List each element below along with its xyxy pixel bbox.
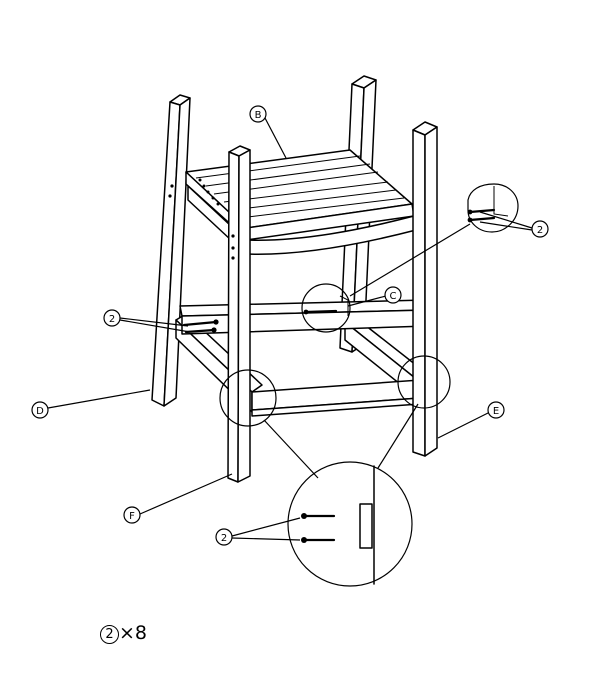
- detail-circle-left-joint: [219, 369, 277, 427]
- leader-f: [139, 473, 233, 515]
- label-b: B: [249, 105, 267, 123]
- svg-text:C: C: [390, 291, 397, 302]
- leg-front-right: [412, 121, 438, 457]
- quantity-note: 2×8: [100, 622, 147, 644]
- leader-screw-left-2: [119, 319, 191, 333]
- screws-left: [182, 319, 219, 334]
- leader-zoom-2: [231, 537, 301, 541]
- svg-text:D: D: [36, 406, 44, 417]
- seat-slats: [185, 149, 417, 255]
- inset-top-right: [467, 183, 519, 233]
- screw-callout-zoom: 2: [215, 528, 233, 546]
- leader-e: [437, 411, 491, 439]
- leader-screw-tr-2: [479, 221, 533, 231]
- leader-zoom-1: [231, 517, 301, 537]
- detail-circle-c: [301, 283, 351, 333]
- lower-frame: [175, 299, 431, 417]
- svg-text:F: F: [129, 511, 135, 522]
- svg-text:B: B: [255, 110, 262, 121]
- label-c: C: [384, 286, 402, 304]
- svg-text:2: 2: [109, 314, 115, 325]
- detail-circle-right-joint: [397, 355, 451, 409]
- leader-b: [264, 117, 287, 159]
- leader-d: [47, 389, 151, 409]
- label-f: F: [123, 506, 141, 524]
- leg-front-left: [227, 145, 251, 483]
- zoom-detail: [263, 403, 419, 587]
- svg-text:2: 2: [537, 225, 543, 236]
- leg-back-left: [151, 94, 191, 407]
- screw-callout-left: 2: [103, 309, 121, 327]
- quantity-multiplier: ×8: [119, 622, 148, 644]
- leader-screw-tr-1: [479, 211, 533, 229]
- screw-callout-top-right: 2: [531, 220, 549, 238]
- svg-text:2: 2: [221, 533, 227, 544]
- quantity-item: 2: [100, 625, 119, 644]
- label-d: D: [31, 401, 49, 419]
- label-e: E: [487, 401, 505, 419]
- svg-text:E: E: [493, 406, 499, 417]
- leader-c: [347, 295, 387, 307]
- leader-screw-left-1: [119, 317, 189, 327]
